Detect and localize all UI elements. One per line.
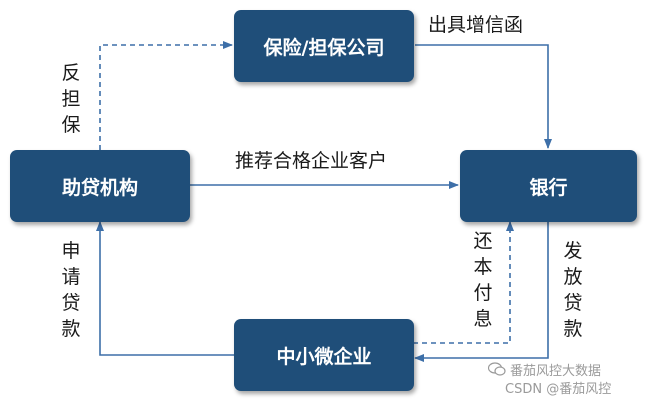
watermark-wechat: 番茄风控大数据 bbox=[510, 364, 602, 379]
watermark-csdn: CSDN @番茄风控 bbox=[505, 382, 612, 397]
node-bank: 银行 bbox=[460, 150, 637, 222]
label-repay: 还本付息 bbox=[473, 230, 493, 330]
label-disburse-loan: 发放贷款 bbox=[563, 240, 583, 340]
node-sme: 中小微企业 bbox=[234, 319, 414, 391]
node-bank-label: 银行 bbox=[529, 176, 568, 199]
label-credit-letter: 出具增信函 bbox=[428, 14, 524, 36]
edge-credit-letter bbox=[415, 44, 552, 149]
wechat-icon bbox=[488, 362, 506, 376]
edge-counter-guarantee bbox=[99, 41, 233, 150]
edge-apply-loan bbox=[96, 221, 235, 356]
label-counter-guarantee: 反担保 bbox=[61, 62, 81, 136]
node-lender-agency-label: 助贷机构 bbox=[61, 176, 138, 199]
label-apply-loan: 申请贷款 bbox=[61, 240, 81, 340]
edge-disburse-loan bbox=[414, 222, 549, 362]
node-lender-agency: 助贷机构 bbox=[10, 150, 190, 222]
node-insurer: 保险/担保公司 bbox=[234, 10, 414, 82]
node-sme-label: 中小微企业 bbox=[276, 345, 372, 368]
node-insurer-label: 保险/担保公司 bbox=[263, 36, 385, 59]
label-recommend-clients: 推荐合格企业客户 bbox=[235, 150, 388, 172]
